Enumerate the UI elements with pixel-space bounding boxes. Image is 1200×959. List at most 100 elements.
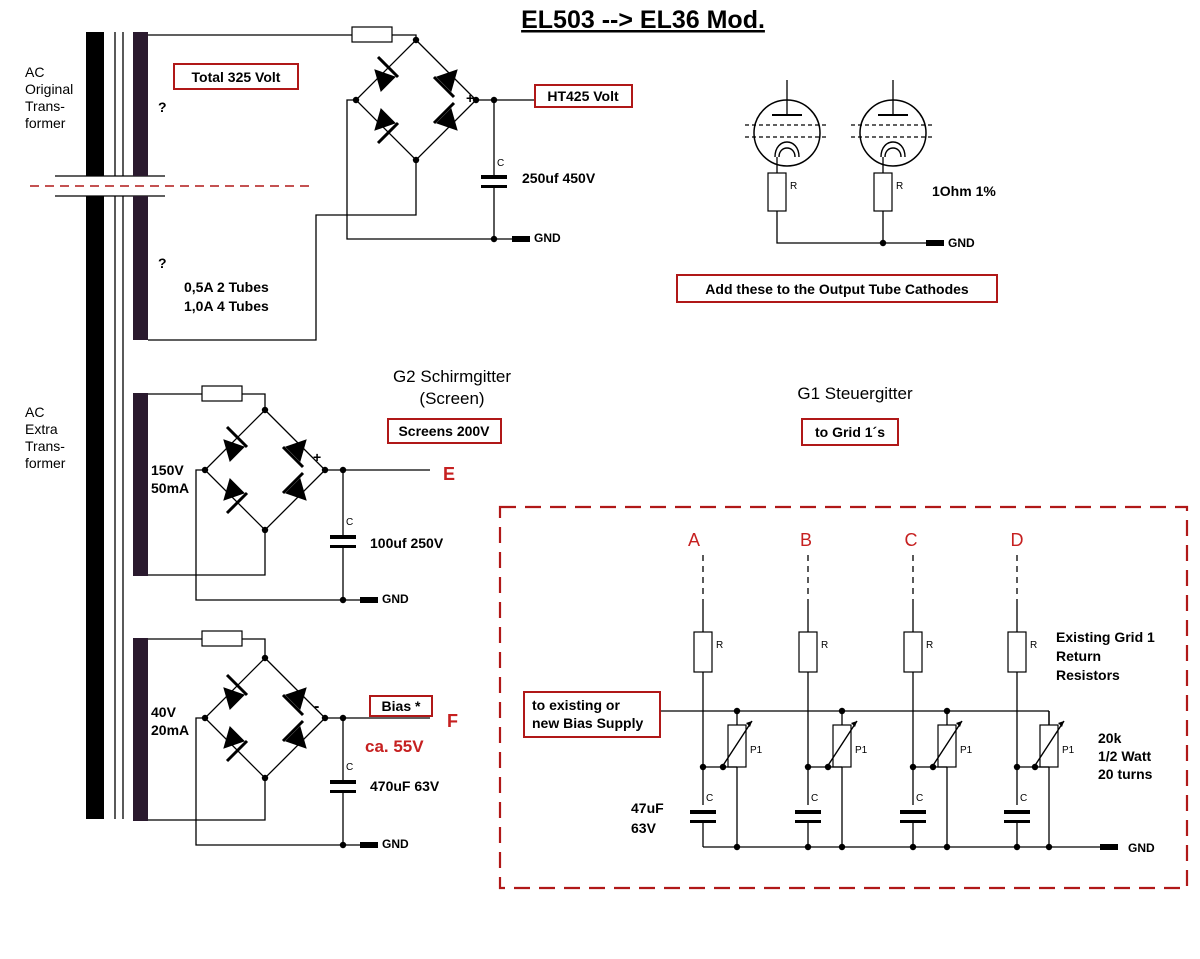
bias-output-f: F xyxy=(447,711,458,731)
screen-winding-line: 50mA xyxy=(151,480,189,496)
existing-grid-line: Return xyxy=(1056,648,1101,664)
cathode-res-r: R xyxy=(790,181,797,192)
unknown-voltage-mark: ? xyxy=(158,255,167,271)
screen-gnd-label: GND xyxy=(382,592,409,606)
ht-current-line: 0,5A 2 Tubes xyxy=(184,279,269,295)
screen-output-e: E xyxy=(443,464,455,484)
original-label-line: former xyxy=(25,115,66,131)
cathode-gnd-label: GND xyxy=(948,236,975,250)
ht-winding-upper xyxy=(133,32,148,176)
existing-grid-line: Existing Grid 1 xyxy=(1056,629,1155,645)
grid-pot-p: P1 xyxy=(960,745,973,756)
grid-channel-b: B R P1 C xyxy=(795,530,868,851)
screen-heading-line: G2 Schirmgitter xyxy=(393,367,511,386)
channel-label: C xyxy=(905,530,918,550)
extra-transformer-label: AC Extra Trans- former xyxy=(25,404,66,471)
grid-cap-value-line: 47uF xyxy=(631,800,664,816)
bias-supply-line: new Bias Supply xyxy=(532,715,643,731)
grid-resistor xyxy=(1007,631,1027,673)
ht-cap-c: C xyxy=(497,158,504,169)
output-tube xyxy=(744,79,830,167)
screen-winding-line: 150V xyxy=(151,462,184,478)
grid-cap-c: C xyxy=(1020,793,1027,804)
to-grid-label: to Grid 1´s xyxy=(815,424,885,440)
grid-cap-c: C xyxy=(706,793,713,804)
grid-potentiometer xyxy=(1039,724,1059,768)
total-voltage-label: Total 325 Volt xyxy=(192,69,281,85)
ht-plus-sign: + xyxy=(466,90,474,106)
screen-section: G2 Schirmgitter (Screen) Screens 200V 15… xyxy=(148,367,511,606)
grid-gnd-label: GND xyxy=(1128,841,1155,855)
channel-label: B xyxy=(800,530,812,550)
ht-gnd-label: GND xyxy=(534,231,561,245)
screen-heading-line: (Screen) xyxy=(419,389,484,408)
bias-section: 40V 20mA - Bias * F ca. 55V C 470uF 63V … xyxy=(148,630,458,851)
grid-pot-p: P1 xyxy=(1062,745,1075,756)
grid-cap-c: C xyxy=(811,793,818,804)
original-label-line: AC xyxy=(25,64,44,80)
channel-label: D xyxy=(1011,530,1024,550)
bias-bridge-rectifier xyxy=(200,653,330,783)
screen-fuse xyxy=(201,385,243,402)
bias-box-label: Bias * xyxy=(382,698,421,714)
grid-pot-p: P1 xyxy=(750,745,763,756)
channel-label: A xyxy=(688,530,700,550)
cathode-res-r: R xyxy=(896,181,903,192)
cathode-resistor xyxy=(873,172,893,212)
bias-gnd-label: GND xyxy=(382,837,409,851)
grid-resistor xyxy=(693,631,713,673)
cathode-section: R R 1Ohm 1% GND Add these to the Output … xyxy=(676,79,998,303)
grid-potentiometer xyxy=(937,724,957,768)
cathode-note: Add these to the Output Tube Cathodes xyxy=(705,281,969,297)
bias-cap-value: 470uF 63V xyxy=(370,778,440,794)
ht-voltage-label: HT425 Volt xyxy=(547,88,619,104)
grid-gnd-symbol xyxy=(1100,844,1118,850)
grid-capacitor xyxy=(795,810,821,823)
grid-cap-value-line: 63V xyxy=(631,820,657,836)
grid-res-r: R xyxy=(821,640,828,651)
grid-res-r: R xyxy=(926,640,933,651)
pot-spec-line: 1/2 Watt xyxy=(1098,748,1151,764)
screen-winding xyxy=(133,393,148,576)
bias-gnd-symbol xyxy=(360,842,378,848)
grid-heading: G1 Steuergitter xyxy=(797,384,913,403)
output-tube xyxy=(850,79,936,167)
grid-capacitor xyxy=(900,810,926,823)
grid-cap-c: C xyxy=(916,793,923,804)
grid-res-r: R xyxy=(716,640,723,651)
ht-bridge-rectifier xyxy=(351,35,481,165)
grid-resistor xyxy=(903,631,923,673)
grid-potentiometer xyxy=(832,724,852,768)
ht-current-line: 1,0A 4 Tubes xyxy=(184,298,269,314)
original-transformer-label: AC Original Trans- former xyxy=(25,64,73,131)
extra-label-line: AC xyxy=(25,404,44,420)
grid-res-r: R xyxy=(1030,640,1037,651)
screen-bridge-rectifier xyxy=(200,405,330,535)
ht-capacitor xyxy=(481,175,507,188)
pot-spec-line: 20 turns xyxy=(1098,766,1153,782)
bias-network-frame xyxy=(498,505,1189,890)
cathode-resistor xyxy=(767,172,787,212)
grid-potentiometer xyxy=(727,724,747,768)
cathode-gnd-symbol xyxy=(926,240,944,246)
extra-label-line: Extra xyxy=(25,421,58,437)
screen-gnd-symbol xyxy=(360,597,378,603)
ht-winding-lower xyxy=(133,196,148,340)
bias-cap-c: C xyxy=(346,762,353,773)
grid-capacitor xyxy=(1004,810,1030,823)
original-label-line: Original xyxy=(25,81,73,97)
extra-label-line: Trans- xyxy=(25,438,65,454)
screen-cap-c: C xyxy=(346,517,353,528)
transformer-core xyxy=(86,32,124,819)
screen-capacitor xyxy=(330,535,356,548)
grid-resistor xyxy=(798,631,818,673)
grid-channel-a: A R P1 C xyxy=(688,530,763,851)
bias-capacitor xyxy=(330,780,356,793)
original-label-line: Trans- xyxy=(25,98,65,114)
bias-winding-line: 40V xyxy=(151,704,177,720)
screens-voltage-label: Screens 200V xyxy=(398,423,490,439)
grid-capacitor xyxy=(690,810,716,823)
screen-cap-value: 100uf 250V xyxy=(370,535,444,551)
screen-plus-sign: + xyxy=(313,449,321,465)
